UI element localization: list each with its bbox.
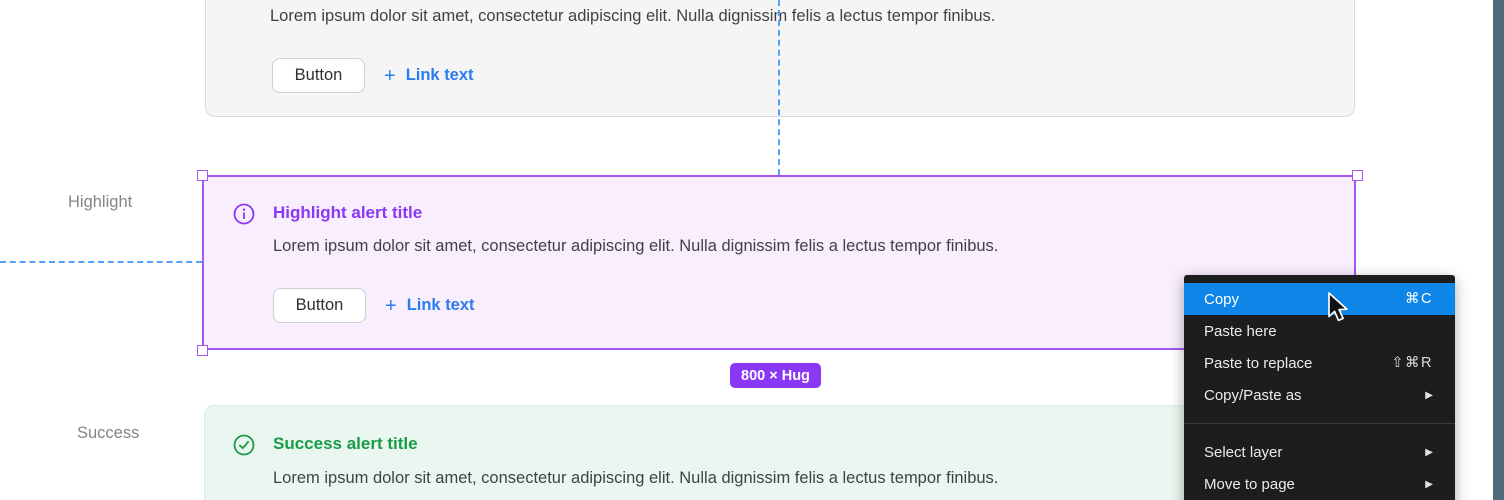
alert-link[interactable]: + Link text	[385, 288, 475, 323]
menu-separator	[1184, 423, 1455, 424]
menu-item-move-to-page[interactable]: Move to page ▶	[1184, 468, 1455, 500]
shortcut-label: ⇧⌘R	[1391, 355, 1433, 371]
horizontal-guide-line	[0, 261, 202, 263]
plus-icon: +	[384, 64, 396, 87]
alert-card-highlight[interactable]: Highlight alert title Lorem ipsum dolor …	[202, 175, 1356, 350]
menu-item-label: Copy	[1204, 290, 1240, 308]
alert-card-success[interactable]: Success alert title Lorem ipsum dolor si…	[204, 405, 1356, 500]
section-label-success[interactable]: Success	[77, 424, 140, 442]
section-label-highlight[interactable]: Highlight	[68, 193, 133, 211]
context-menu: Copy ⌘C Paste here Paste to replace ⇧⌘R …	[1184, 275, 1455, 500]
selection-handle-bottom-left[interactable]	[197, 345, 208, 356]
menu-item-label: Copy/Paste as	[1204, 386, 1302, 404]
alert-link[interactable]: + Link text	[384, 58, 474, 93]
selection-size-badge: 800 × Hug	[730, 363, 821, 388]
menu-item-label: Paste here	[1204, 322, 1277, 340]
submenu-arrow-icon: ▶	[1425, 446, 1433, 458]
submenu-arrow-icon: ▶	[1425, 389, 1433, 401]
menu-item-copy-paste-as[interactable]: Copy/Paste as ▶	[1184, 379, 1455, 411]
selection-handle-top-right[interactable]	[1352, 170, 1363, 181]
window-edge-strip	[1493, 0, 1504, 500]
submenu-arrow-icon: ▶	[1425, 478, 1433, 490]
menu-item-label: Move to page	[1204, 475, 1295, 493]
alert-title: Success alert title	[273, 434, 418, 453]
info-icon	[233, 203, 255, 225]
success-check-icon	[233, 434, 255, 456]
menu-item-label: Select layer	[1204, 443, 1283, 461]
alert-body-text: Lorem ipsum dolor sit amet, consectetur …	[270, 7, 996, 25]
link-label: Link text	[405, 66, 474, 84]
menu-item-paste-here[interactable]: Paste here	[1184, 315, 1455, 347]
link-label: Link text	[406, 296, 475, 314]
alert-title: Highlight alert title	[273, 203, 423, 222]
plus-icon: +	[385, 294, 397, 317]
menu-item-paste-to-replace[interactable]: Paste to replace ⇧⌘R	[1184, 347, 1455, 379]
menu-item-label: Paste to replace	[1204, 354, 1313, 372]
selection-handle-top-left[interactable]	[197, 170, 208, 181]
alert-body-text: Lorem ipsum dolor sit amet, consectetur …	[273, 237, 999, 255]
alert-button[interactable]: Button	[273, 288, 366, 323]
menu-item-select-layer[interactable]: Select layer ▶	[1184, 436, 1455, 468]
alert-card-neutral[interactable]: Lorem ipsum dolor sit amet, consectetur …	[205, 0, 1355, 117]
shortcut-label: ⌘C	[1405, 291, 1433, 307]
menu-item-copy[interactable]: Copy ⌘C	[1184, 283, 1455, 315]
alert-body-text: Lorem ipsum dolor sit amet, consectetur …	[273, 469, 999, 487]
alert-button[interactable]: Button	[272, 58, 365, 93]
vertical-guide-line	[778, 0, 780, 175]
